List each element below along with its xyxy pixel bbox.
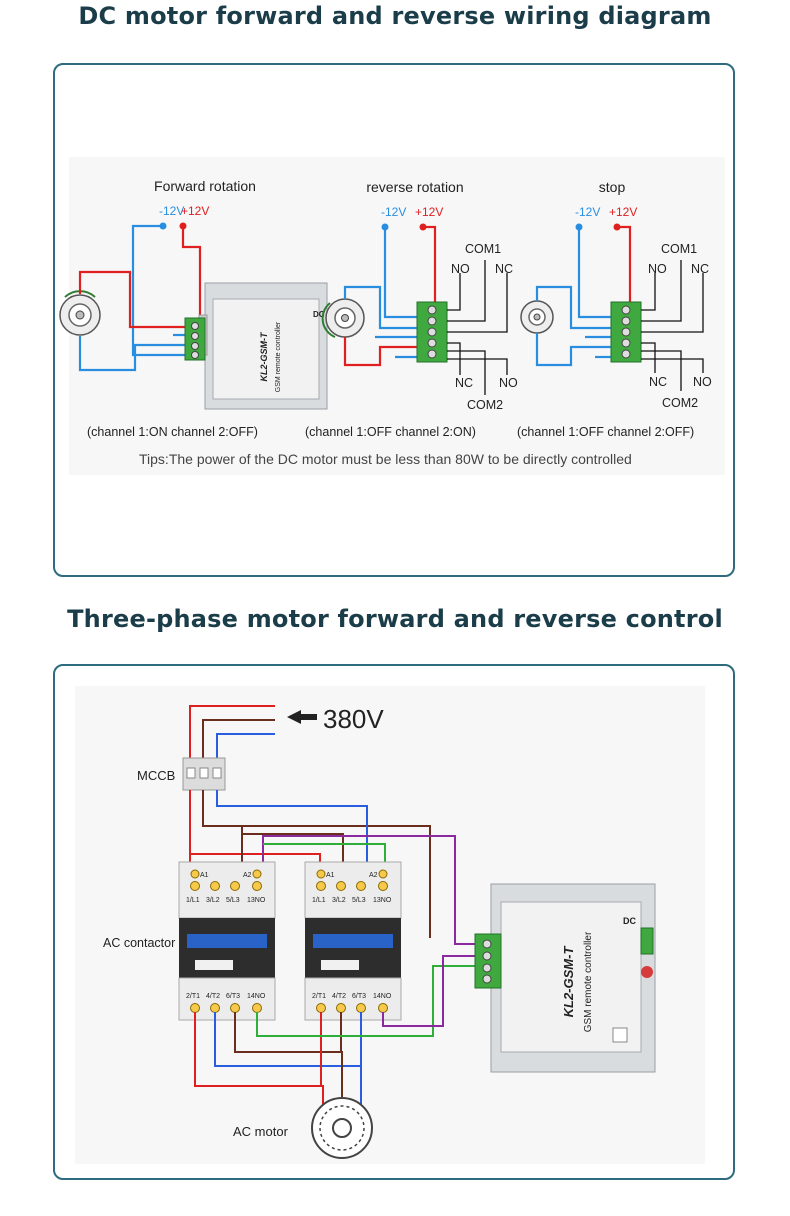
terminal-14no: 14NO — [373, 993, 392, 1000]
com2-label: COM2 — [662, 396, 698, 410]
terminal-a2: A2 — [243, 872, 252, 879]
dc-motor-icon — [321, 298, 365, 338]
terminal-block — [184, 317, 206, 361]
device-model: KL2-GSM-T — [259, 331, 269, 381]
device-model: KL2-GSM-T — [561, 946, 576, 1018]
mccb-breaker — [182, 757, 226, 791]
terminal-t1: 2/T1 — [186, 993, 200, 1000]
terminal-t3: 6/T3 — [226, 993, 240, 1000]
voltage-label: 380V — [323, 704, 384, 734]
terminal-a2: A2 — [369, 872, 378, 879]
ac-contactor-label: AC contactor — [103, 936, 175, 950]
stop-diagram: stop -12V +12V — [517, 179, 712, 439]
nc-label: NC — [495, 262, 513, 276]
three-phase-panel: 380V MCCB — [53, 664, 735, 1180]
neg-voltage-label: -12V — [575, 205, 600, 219]
terminal-a1: A1 — [326, 872, 335, 879]
section-title-dc: DC motor forward and reverse wiring diag… — [78, 2, 712, 30]
pos-voltage-label: +12V — [609, 205, 637, 219]
terminal-l1: 1/L1 — [312, 897, 326, 904]
terminal-14no: 14NO — [247, 993, 266, 1000]
com1-label: COM1 — [465, 242, 501, 256]
no-label: NO — [648, 262, 667, 276]
diagram-title: reverse rotation — [366, 179, 463, 195]
com2-label: COM2 — [467, 398, 503, 412]
ac-motor-icon — [311, 1097, 373, 1159]
diagram-title: Forward rotation — [154, 178, 256, 194]
nc-label: NC — [455, 376, 473, 390]
device-dc-label: DC — [313, 310, 325, 319]
terminal-13no: 13NO — [247, 897, 266, 904]
channel-caption: (channel 1:OFF channel 2:OFF) — [517, 425, 694, 439]
forward-rotation-diagram: Forward rotation -12V +12V — [59, 178, 328, 439]
no-label: NO — [693, 375, 712, 389]
section-title-three-phase: Three-phase motor forward and reverse co… — [67, 605, 723, 633]
three-phase-diagram: 380V MCCB — [75, 686, 705, 1164]
dc-motor-icon — [59, 290, 101, 336]
terminal-13no: 13NO — [373, 897, 392, 904]
channel-caption: (channel 1:ON channel 2:OFF) — [87, 425, 258, 439]
channel-caption: (channel 1:OFF channel 2:ON) — [305, 425, 476, 439]
neg-voltage-label: -12V — [159, 204, 184, 218]
terminal-l1: 1/L1 — [186, 897, 200, 904]
no-label: NO — [451, 262, 470, 276]
device-name: GSM remote controller — [275, 321, 282, 392]
tips-text: Tips:The power of the DC motor must be l… — [139, 451, 632, 467]
ac-contactor-2: A1 A2 1/L1 3/L2 5/L3 13NO 2/T1 4/T2 6/T3… — [304, 861, 402, 1021]
terminal-l2: 3/L2 — [332, 897, 346, 904]
dc-wiring-diagram: Forward rotation -12V +12V — [59, 157, 725, 475]
ac-motor-label: AC motor — [233, 1124, 289, 1139]
gsm-controller-forward: KL2-GSM-T GSM remote controller DC — [198, 282, 328, 410]
no-label: NO — [499, 376, 518, 390]
diagram-title: stop — [599, 179, 626, 195]
pos-voltage-label: +12V — [415, 205, 443, 219]
terminal-t2: 4/T2 — [206, 993, 220, 1000]
device-dc-label: DC — [623, 916, 636, 926]
pos-voltage-label: +12V — [181, 204, 209, 218]
mccb-label: MCCB — [137, 768, 175, 783]
nc-label: NC — [649, 375, 667, 389]
dc-motor-icon — [520, 300, 554, 334]
arrow-left-icon — [287, 710, 317, 724]
terminal-block — [416, 301, 448, 363]
nc-label: NC — [691, 262, 709, 276]
terminal-t2: 4/T2 — [332, 993, 346, 1000]
reverse-rotation-diagram: reverse rotation -12V +12V — [305, 179, 518, 439]
device-name: GSM remote controller — [583, 931, 594, 1032]
terminal-t1: 2/T1 — [312, 993, 326, 1000]
terminal-l3: 5/L3 — [226, 897, 240, 904]
terminal-block — [610, 301, 642, 363]
ac-contactor-1: A1 A2 1/L1 3/L2 5/L3 13NO 2/T1 4/T2 6/T3… — [178, 861, 276, 1021]
gsm-controller: KL2-GSM-T GSM remote controller DC — [474, 883, 656, 1073]
terminal-l3: 5/L3 — [352, 897, 366, 904]
terminal-t3: 6/T3 — [352, 993, 366, 1000]
dc-wiring-panel: Forward rotation -12V +12V — [53, 63, 735, 577]
neg-voltage-label: -12V — [381, 205, 406, 219]
terminal-l2: 3/L2 — [206, 897, 220, 904]
com1-label: COM1 — [661, 242, 697, 256]
terminal-a1: A1 — [200, 872, 209, 879]
